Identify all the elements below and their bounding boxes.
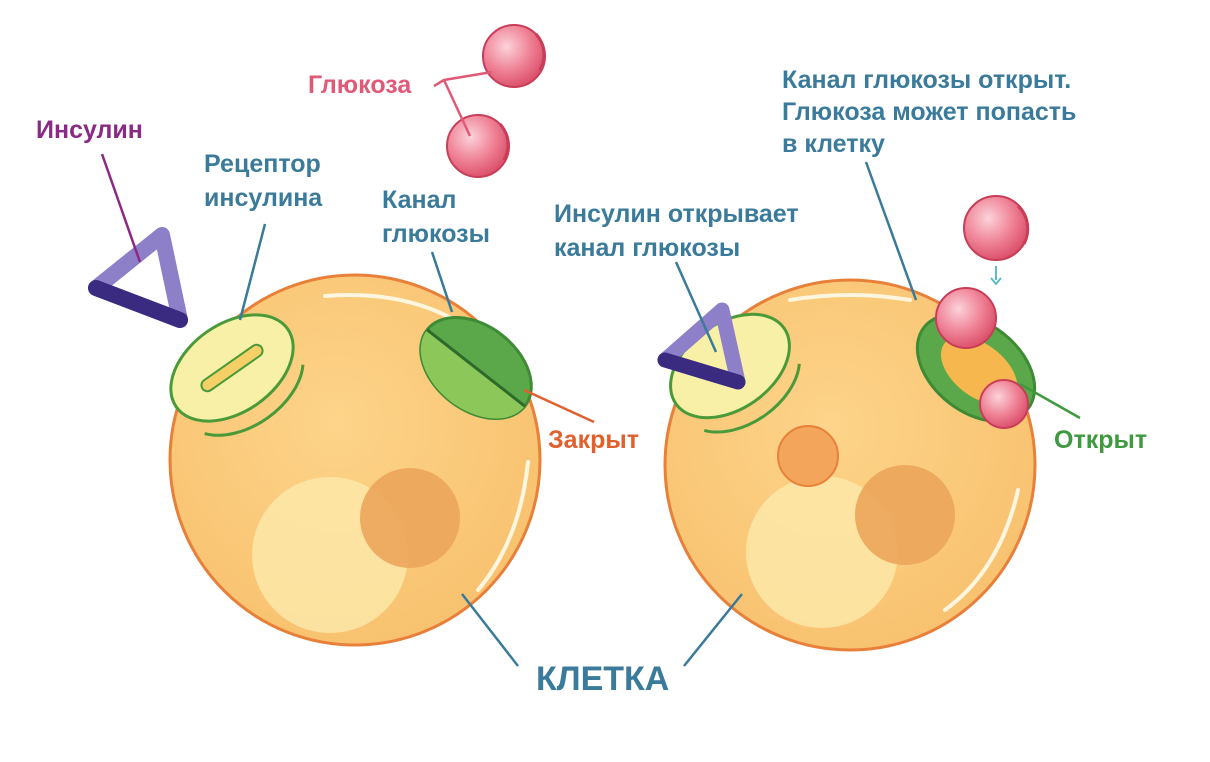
bound-insulin-molecule [657,302,746,390]
receptor-label-line2: инсулина [204,184,323,212]
glucose-entering [979,379,1029,429]
open-note-line2: Глюкоза может попасть [782,98,1076,126]
receptor-label-line1: Рецептор [204,150,321,178]
insulin-label: Инсулин [36,116,143,144]
glucose-inside-cell [777,425,839,487]
glucose-molecule-top [482,24,546,88]
open-label: Открыт [1054,426,1147,454]
left-insulin-receptor [169,313,305,437]
opens-label-line1: Инсулин открывает [554,200,799,228]
right-organelle [855,465,955,565]
open-note-line1: Канал глюкозы открыт. [782,66,1071,94]
open-note-line3: в клетку [782,130,885,158]
glucose-label: Глюкоза [308,71,412,99]
left-organelle [360,468,460,568]
down-arrow-icon [990,266,1002,286]
glucose-molecule-bottom [446,114,510,178]
insulin-molecule [88,227,188,328]
leader-lines [100,70,1081,667]
left-glucose-channel-closed [419,315,533,421]
opens-label-line2: канал глюкозы [554,234,740,262]
channel-label-line1: Канал [382,186,456,214]
closed-label: Закрыт [548,426,639,454]
cell-label: КЛЕТКА [536,660,669,698]
channel-label-line2: глюкозы [382,220,490,248]
glucose-in-channel [935,287,997,349]
